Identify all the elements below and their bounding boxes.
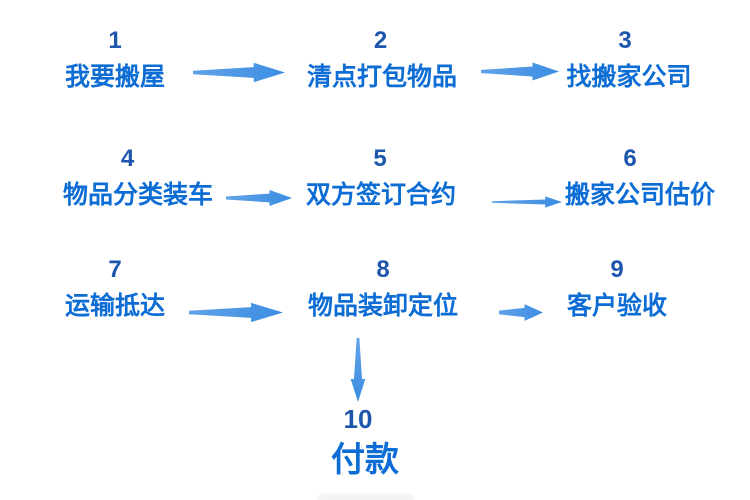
flow-step-1: 1 我要搬屋 [59,26,171,94]
cutoff-artifact [318,494,414,500]
step-number: 1 [108,27,122,54]
flow-step-9: 9 客户验收 [566,255,668,323]
step-number: 7 [108,256,122,283]
arrow-right-icon [481,58,559,85]
step-label: 运输抵达 [64,292,165,320]
step-label: 清点打包物品 [307,63,458,91]
arrow-right-icon [189,298,283,327]
step-label: 搬家公司估价 [565,181,716,209]
step-number: 6 [623,145,637,172]
step-number: 9 [610,256,624,283]
step-number: 3 [618,27,632,54]
arrow-right-icon [499,301,543,324]
step-number: 4 [120,145,135,172]
flow-step-4: 4 物品分类装车 [63,144,214,212]
flow-step-8: 8 物品装卸定位 [308,255,458,323]
flow-step-7: 7 运输抵达 [63,255,167,323]
step-label: 客户验收 [566,292,667,320]
arrow-right-icon [193,58,285,87]
step-label: 我要搬屋 [64,63,165,91]
flow-step-5: 5 双方签订合约 [306,144,457,212]
step-label: 付款 [331,441,399,479]
flow-step-10: 10 付款 [300,406,420,480]
step-label: 物品分类装车 [63,181,214,209]
step-number: 2 [373,27,388,54]
step-number: 10 [343,404,373,434]
step-label: 双方签订合约 [306,181,457,209]
flow-step-6: 6 搬家公司估价 [565,144,715,212]
step-number: 5 [373,145,387,172]
arrow-down-icon [347,338,369,402]
arrow-right-icon [226,186,292,210]
step-number: 8 [376,256,390,283]
step-label: 找搬家公司 [566,63,692,91]
flow-step-2: 2 清点打包物品 [307,26,457,94]
step-label: 物品装卸定位 [308,292,459,320]
arrow-right-icon [492,192,562,212]
flow-step-3: 3 找搬家公司 [566,26,692,94]
